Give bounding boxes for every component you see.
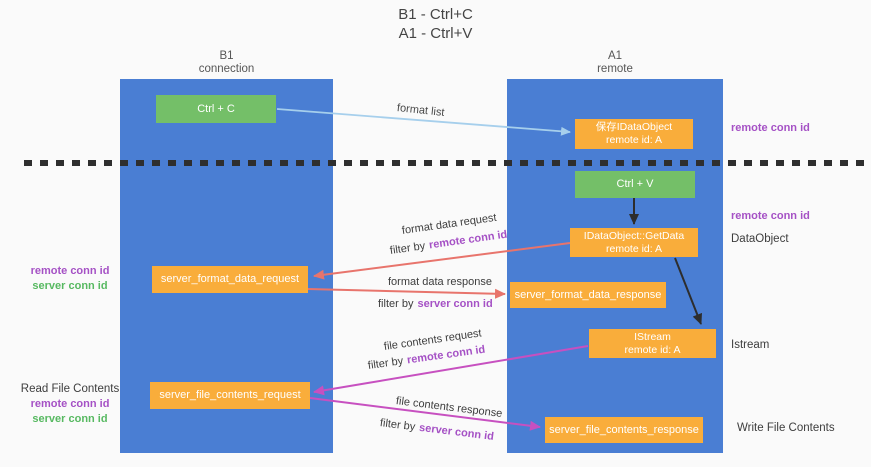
getdata-line1: IDataObject::GetData xyxy=(583,229,685,242)
format-data-response-arrow xyxy=(307,288,506,299)
filter-by-text: filter by xyxy=(367,355,404,372)
lane-b1-subtitle: connection xyxy=(198,63,255,75)
remote-conn-id-text: remote conn id xyxy=(428,228,508,252)
remote-conn-id-left-2: remote conn id xyxy=(30,398,110,410)
write-file-contents-label: Write File Contents xyxy=(737,422,835,434)
save-idataobject-line2: remote id: A xyxy=(605,134,663,146)
format-list-label: format list xyxy=(396,102,446,119)
save-idataobject-line1: 保存IDataObject xyxy=(595,121,673,133)
idataobject-getdata-box: IDataObject::GetData remote id: A xyxy=(570,228,698,257)
lane-header-a1: A1 remote xyxy=(507,50,723,76)
dataobject-label: DataObject xyxy=(731,233,789,245)
server-file-contents-request-box: server_file_contents_request xyxy=(150,382,310,409)
server-conn-id-text: server conn id xyxy=(418,421,495,443)
getdata-line2: remote id: A xyxy=(605,242,663,255)
server-file-contents-request-label: server_file_contents_request xyxy=(159,389,301,401)
filter-by-text: filter by xyxy=(378,298,414,310)
read-file-contents-label: Read File Contents xyxy=(20,383,120,395)
lane-a1-name: A1 xyxy=(607,50,623,62)
diagram-title: B1 - Ctrl+C A1 - Ctrl+V xyxy=(0,5,871,43)
title-line-1: B1 - Ctrl+C xyxy=(398,6,473,23)
istream-box: IStream remote id: A xyxy=(589,329,716,358)
remote-conn-id-left-1: remote conn id xyxy=(30,265,110,277)
filter-by-text: filter by xyxy=(389,240,426,257)
istream-line1: IStream xyxy=(634,330,671,343)
file-contents-response-label: file contents response xyxy=(395,395,503,420)
server-conn-id-left-1: server conn id xyxy=(32,280,108,292)
lane-header-b1: B1 connection xyxy=(120,50,333,76)
ctrl-c-box: Ctrl + C xyxy=(156,95,276,123)
filter-by-text: filter by xyxy=(379,417,416,434)
remote-conn-id-right-top: remote conn id xyxy=(731,122,810,134)
remote-conn-id-right-mid: remote conn id xyxy=(731,210,810,222)
server-format-data-response-label: server_format_data_response xyxy=(514,288,662,301)
server-conn-id-left-2: server conn id xyxy=(32,413,108,425)
lane-b1-name: B1 xyxy=(219,50,234,62)
server-format-data-request-box: server_format_data_request xyxy=(152,266,308,293)
lane-a1-subtitle: remote xyxy=(597,63,633,75)
ctrl-v-label: Ctrl + V xyxy=(616,178,654,190)
left-conn-id-block: remote conn id server conn id xyxy=(14,264,126,294)
server-conn-id-text: server conn id xyxy=(417,298,493,310)
ctrl-c-label: Ctrl + C xyxy=(197,102,235,115)
read-file-contents-block: Read File Contents remote conn id server… xyxy=(14,382,126,427)
save-idataobject-box: 保存IDataObject remote id: A xyxy=(575,119,693,149)
format-data-response-label: format data response xyxy=(388,276,492,288)
ctrl-v-box: Ctrl + V xyxy=(575,171,695,198)
server-file-contents-response-box: server_file_contents_response xyxy=(545,417,703,443)
server-format-data-response-box: server_format_data_response xyxy=(510,282,666,308)
istream-side-label: Istream xyxy=(731,339,770,351)
server-format-data-request-label: server_format_data_request xyxy=(160,273,300,285)
server-file-contents-response-label: server_file_contents_response xyxy=(549,423,699,436)
title-line-2: A1 - Ctrl+V xyxy=(398,25,473,42)
istream-line2: remote id: A xyxy=(624,343,681,356)
